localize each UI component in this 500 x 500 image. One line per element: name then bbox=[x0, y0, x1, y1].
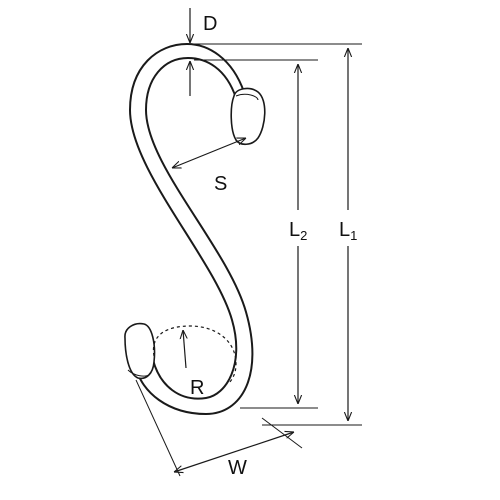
hook-tip-bottom bbox=[124, 322, 156, 380]
label-s: S bbox=[214, 173, 227, 195]
label-l2: L2 bbox=[289, 219, 307, 243]
w-dimension bbox=[174, 432, 294, 472]
r-dimension bbox=[183, 330, 186, 369]
radius-dashed-arc bbox=[152, 325, 237, 385]
s-hook-body bbox=[129, 43, 254, 415]
hook-outer-outline bbox=[129, 43, 245, 400]
s-dimension bbox=[172, 137, 246, 169]
hook-tip-top bbox=[230, 87, 266, 146]
label-r: R bbox=[190, 377, 204, 399]
label-d: D bbox=[203, 13, 217, 35]
hook-inner-outline bbox=[135, 57, 254, 415]
label-w: W bbox=[228, 457, 247, 479]
label-l1: L1 bbox=[339, 219, 357, 243]
extension-lines bbox=[135, 43, 362, 477]
